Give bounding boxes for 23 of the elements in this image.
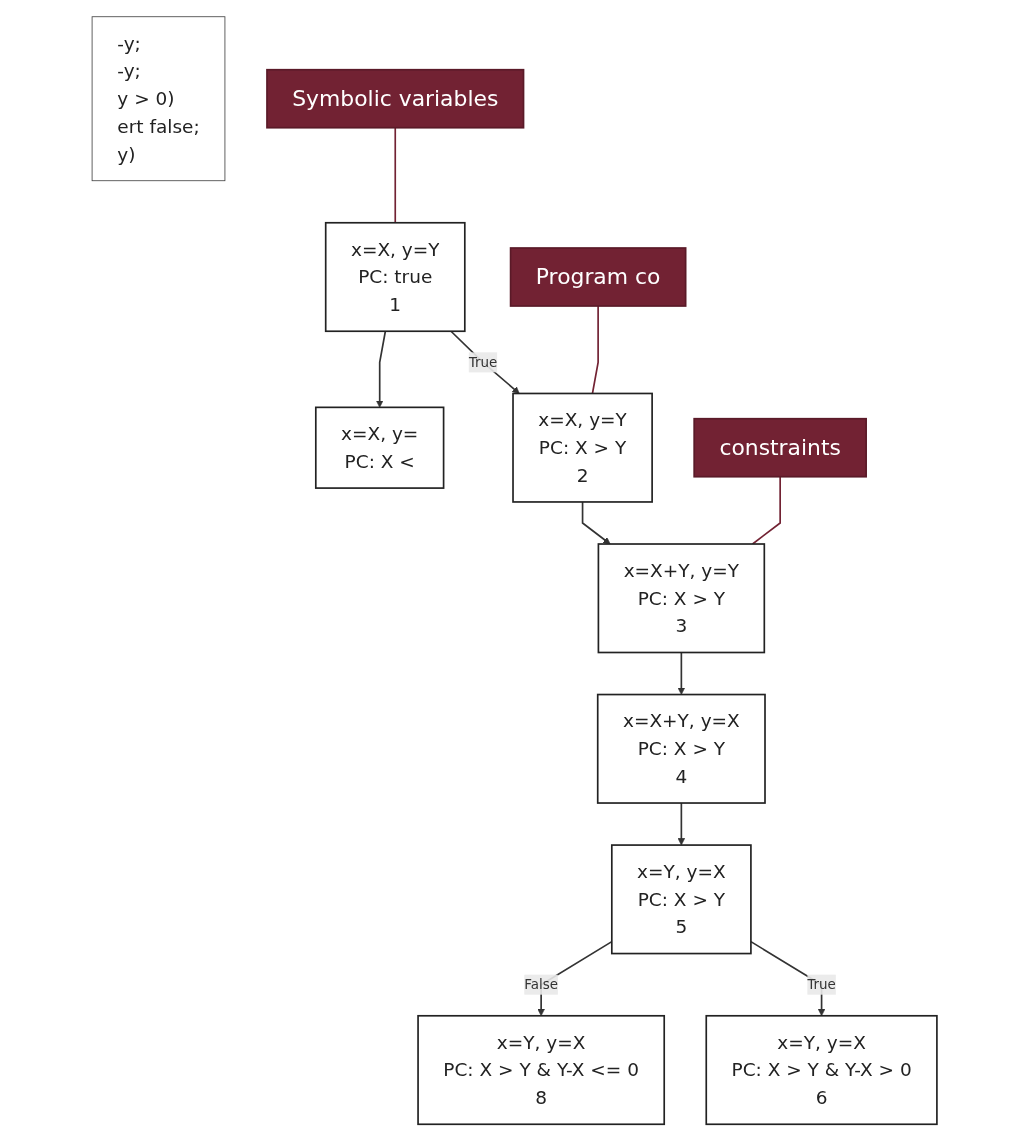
node-box: Program co <box>509 247 687 307</box>
connector <box>394 126 397 224</box>
arrow <box>677 651 686 695</box>
node-box: constraints <box>693 417 867 478</box>
node-box: x=X, y= PC: X < <box>314 406 445 489</box>
node-box: x=X, y=Y PC: X > Y 2 <box>512 392 653 503</box>
node-box: x=Y, y=X PC: X > Y & Y-X <= 0 8 <box>417 1014 666 1126</box>
node-box: x=Y, y=X PC: X > Y & Y-X > 0 6 <box>705 1014 938 1126</box>
edge-label: True <box>807 976 836 993</box>
node-box: x=X, y=Y PC: true 1 <box>324 221 466 333</box>
node-box: Symbolic variables <box>266 68 525 129</box>
node-box: -y; -y; y > 0) ert false; y) <box>91 16 226 182</box>
node-box: x=X+Y, y=Y PC: X > Y 3 <box>597 543 766 654</box>
arrow <box>581 501 611 545</box>
arrow <box>450 330 520 394</box>
node-box: x=X+Y, y=X PC: X > Y 4 <box>596 693 766 804</box>
edge-label: True <box>468 353 498 370</box>
edge-label: False <box>524 976 559 993</box>
node-box: x=Y, y=X PC: X > Y 5 <box>610 844 752 955</box>
connector <box>751 475 781 545</box>
arrow <box>376 330 387 408</box>
connector <box>591 305 599 395</box>
arrow <box>677 802 686 846</box>
